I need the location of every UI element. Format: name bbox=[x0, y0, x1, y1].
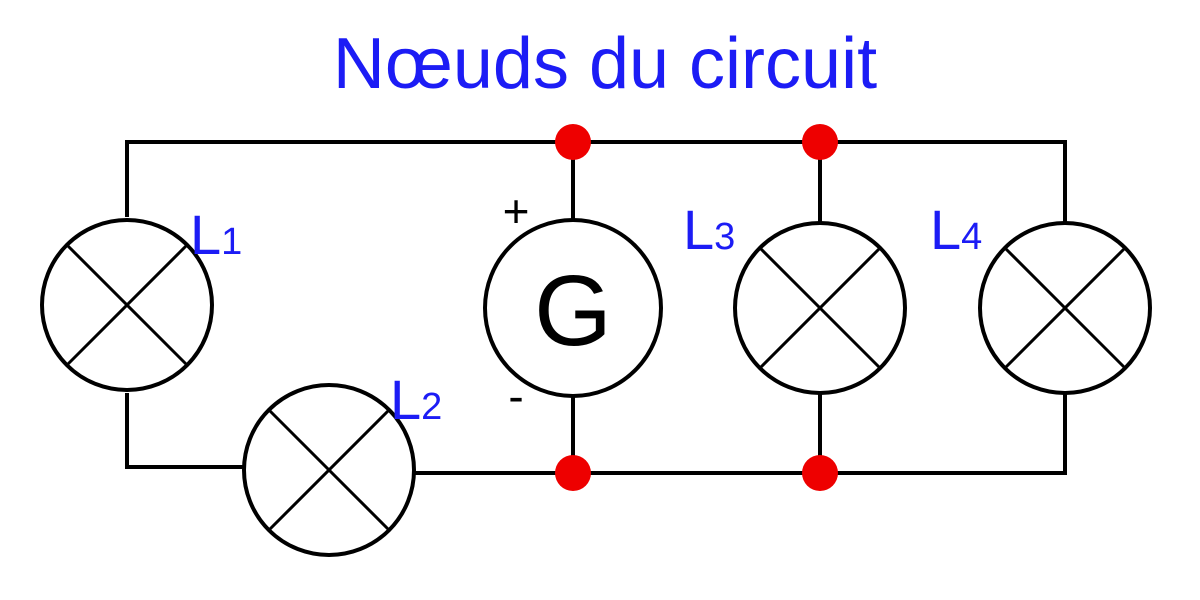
diagram-title: Nœuds du circuit bbox=[333, 24, 877, 104]
lamp-l4: L4 bbox=[930, 198, 1152, 395]
generator-circle-icon bbox=[483, 218, 663, 398]
node-dot-icon bbox=[802, 455, 838, 491]
lamp-l2-label: L2 bbox=[390, 368, 442, 431]
lamp-crossed-circle-icon bbox=[733, 221, 907, 395]
lamp-l1-label: L1 bbox=[190, 203, 242, 266]
node-dot-icon bbox=[802, 124, 838, 160]
node-dot-icon bbox=[555, 124, 591, 160]
generator: G + - bbox=[483, 185, 663, 422]
node-dot-icon bbox=[555, 455, 591, 491]
lamp-crossed-circle-icon bbox=[978, 221, 1152, 395]
generator-letter: G bbox=[534, 255, 612, 367]
lamp-crossed-circle-icon bbox=[242, 383, 416, 557]
generator-minus: - bbox=[508, 370, 523, 422]
generator-plus: + bbox=[503, 185, 530, 237]
lamp-l3: L3 bbox=[683, 198, 907, 395]
lamp-l1: L1 bbox=[40, 203, 242, 392]
lamp-l2: L2 bbox=[242, 368, 442, 557]
lamp-l3-label: L3 bbox=[683, 198, 735, 261]
lamp-crossed-circle-icon bbox=[40, 218, 214, 392]
nodes bbox=[555, 124, 838, 491]
lamp-l4-label: L4 bbox=[930, 198, 982, 261]
